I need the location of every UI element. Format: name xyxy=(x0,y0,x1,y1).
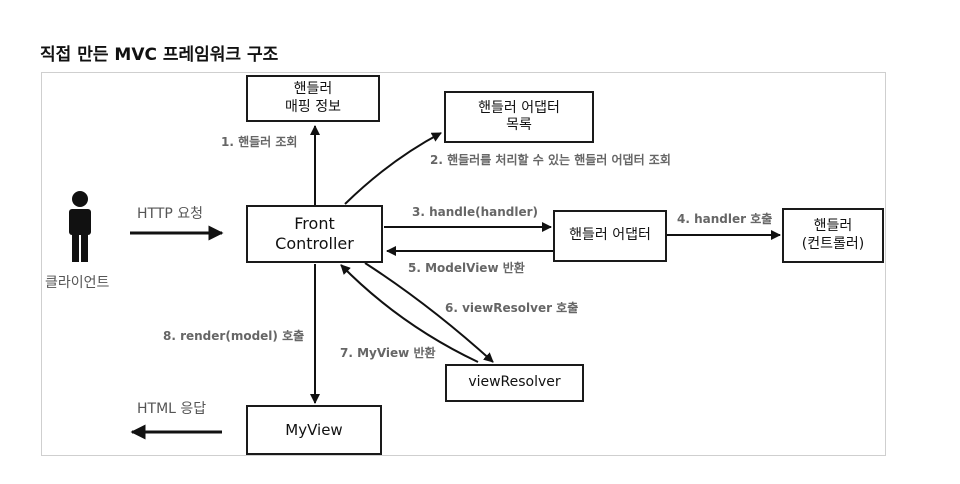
handler-adapter-list-box: 핸들러 어댑터 목록 xyxy=(444,91,594,143)
step-4-label: 4. handler 호출 xyxy=(677,212,773,226)
http-request-label: HTTP 요청 xyxy=(137,206,204,222)
person-icon xyxy=(69,191,91,262)
view-resolver-box: viewResolver xyxy=(445,364,584,402)
step-1-label: 1. 핸들러 조회 xyxy=(221,135,298,149)
handler-line-2: (컨트롤러) xyxy=(801,235,865,252)
view-resolver-label: viewResolver xyxy=(468,374,561,391)
step-5-label: 5. ModelView 반환 xyxy=(408,261,525,275)
arrow-step-2 xyxy=(344,132,442,205)
front-controller-box: Front Controller xyxy=(246,205,383,263)
client-label: 클라이언트 xyxy=(45,275,110,291)
front-controller-line-1: Front xyxy=(294,214,335,233)
handler-adapter-box: 핸들러 어댑터 xyxy=(553,210,667,262)
front-controller-line-2: Controller xyxy=(275,234,354,253)
handler-mapping-box: 핸들러 매핑 정보 xyxy=(246,75,380,122)
step-7-label: 7. MyView 반환 xyxy=(340,346,436,360)
arrow-step-7 xyxy=(340,264,479,363)
handler-adapter-list-line-1: 핸들러 어댑터 xyxy=(478,99,560,116)
myview-box: MyView xyxy=(246,405,382,455)
handler-adapter-list-line-2: 목록 xyxy=(506,117,532,133)
html-response-label: HTML 응답 xyxy=(137,401,207,417)
step-2-label: 2. 핸들러를 처리할 수 있는 핸들러 어댑터 조회 xyxy=(430,153,671,167)
step-3-label: 3. handle(handler) xyxy=(412,205,539,219)
handler-mapping-line-1: 핸들러 xyxy=(293,81,333,97)
handler-box: 핸들러 (컨트롤러) xyxy=(782,208,884,263)
step-6-label: 6. viewResolver 호출 xyxy=(445,301,579,315)
handler-line-1: 핸들러 xyxy=(813,218,853,234)
handler-mapping-line-2: 매핑 정보 xyxy=(285,98,341,115)
diagram-title: 직접 만든 MVC 프레임워크 구조 xyxy=(40,45,279,65)
handler-adapter-label: 핸들러 어댑터 xyxy=(569,227,651,244)
myview-label: MyView xyxy=(285,420,343,439)
step-8-label: 8. render(model) 호출 xyxy=(163,329,305,343)
arrow-step-6 xyxy=(364,262,494,363)
